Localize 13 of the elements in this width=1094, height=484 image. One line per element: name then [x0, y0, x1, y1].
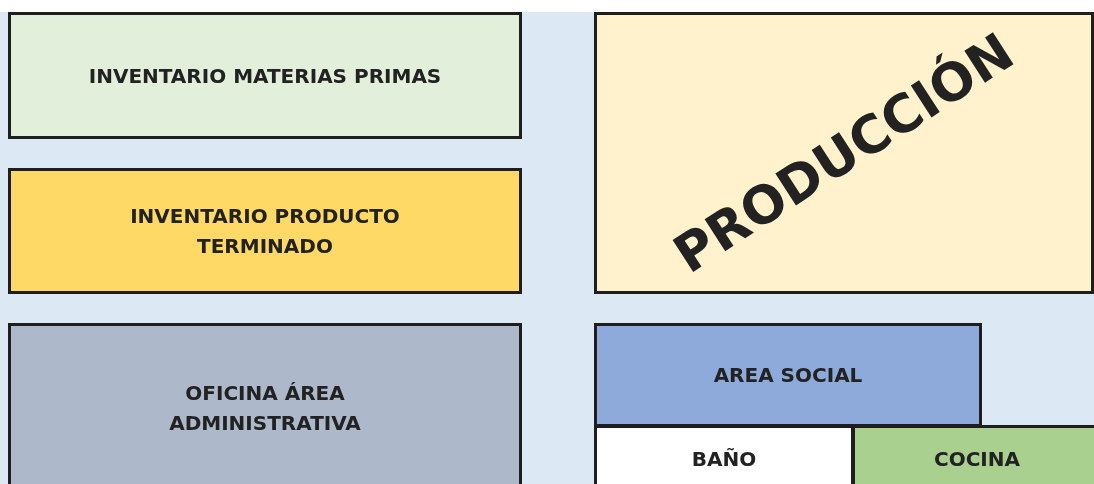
room-label: COCINA	[934, 446, 1020, 473]
bathroom	[594, 425, 854, 484]
social-area	[594, 323, 982, 427]
room-label: AREA SOCIAL	[713, 362, 863, 389]
kitchen	[852, 425, 1094, 484]
storage-room	[8, 12, 522, 139]
office-room	[8, 323, 522, 484]
storage-room	[8, 168, 522, 294]
room-label: OFICINA ÁREA ADMINISTRATIVA	[168, 380, 362, 437]
room-label: INVENTARIO MATERIAS PRIMAS	[88, 62, 442, 90]
production-area	[594, 12, 1094, 294]
room-label: INVENTARIO PRODUCTO TERMINADO	[129, 203, 401, 260]
room-label: BAÑO	[691, 446, 757, 473]
